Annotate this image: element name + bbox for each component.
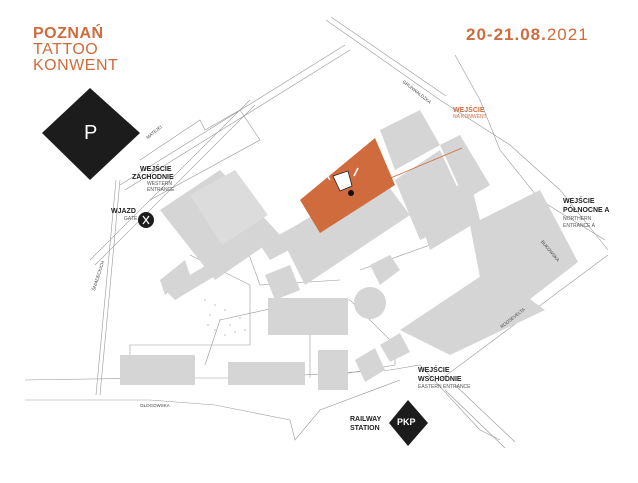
title-line2: TATTOO (33, 41, 99, 58)
gate-title: WJAZD (111, 208, 136, 215)
dotted-area (204, 299, 246, 336)
pkp-label: PKP (397, 417, 416, 427)
event-date: 20-21.08.2021 (466, 26, 589, 43)
parking-label: P (84, 122, 98, 144)
station-label: STATION (350, 425, 380, 432)
north-entrance-en2: ENTRANCE A (563, 223, 595, 229)
entrance-arrow (361, 147, 463, 191)
title-line1: POZNAŃ (33, 25, 104, 42)
north-entrance-title1: WEJŚCIE (563, 198, 595, 205)
title-line3: KONWENT (33, 57, 119, 74)
gate-en: GATE (124, 216, 138, 222)
parking-marker[interactable] (42, 88, 140, 180)
entrance-point-marker (348, 190, 354, 196)
north-entrance-en1: NORTHERN (563, 216, 592, 222)
railway-label: RAILWAY (350, 416, 382, 423)
main-entrance-subtitle: NA KONWENT (453, 114, 487, 120)
main-entrance-title: WEJŚCIE (453, 107, 485, 114)
buildings (120, 110, 578, 390)
east-entrance-title2: WSCHODNIE (418, 376, 462, 383)
event-logo-icon (325, 167, 359, 192)
west-entrance-title1: WEJŚCIE (140, 166, 172, 173)
date-year: 2021 (546, 25, 589, 44)
west-entrance-title2: ZACHODNIE (132, 174, 174, 181)
date-days: 20-21.08. (466, 25, 547, 44)
east-entrance-title1: WEJŚCIE (418, 367, 450, 374)
east-entrance-en: EASTERN ENTRANCE (418, 384, 471, 390)
north-entrance-title2: PÓŁNOCNE A (563, 207, 610, 214)
pkp-marker[interactable] (389, 400, 428, 446)
street-glogowska: GŁOGOWSKA (140, 403, 170, 408)
west-entrance-en2: ENTRANCE (147, 187, 175, 193)
west-entrance-en1: WESTERN (147, 181, 172, 187)
